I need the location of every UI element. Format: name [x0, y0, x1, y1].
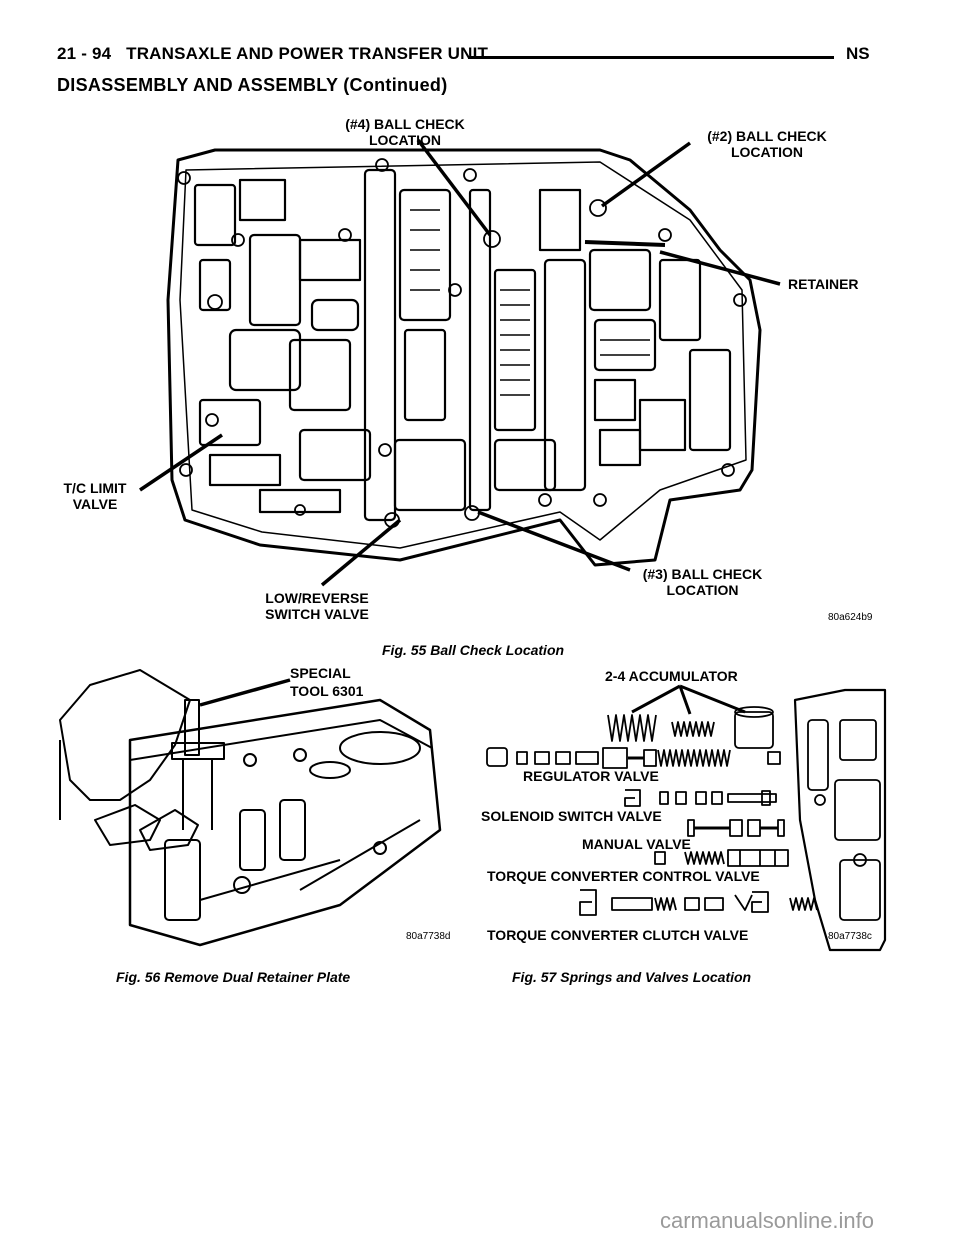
ball-check-4-line1: (#4) BALL CHECK	[345, 116, 465, 132]
watermark-text: carmanualsonline.info	[660, 1208, 875, 1233]
page-ref: 21 - 94	[57, 44, 112, 63]
fig56-caption: Fig. 56 Remove Dual Retainer Plate	[116, 969, 351, 985]
regulator-valve-label: REGULATOR VALVE	[523, 768, 659, 784]
fig56-code: 80a7738d	[406, 931, 451, 942]
fig57-code: 80a7738c	[828, 931, 872, 942]
tc-limit-valve-label: T/C LIMIT VALVE	[55, 480, 135, 512]
fig55-code: 80a624b9	[828, 612, 873, 623]
ball-check-3-line2: LOCATION	[666, 582, 739, 598]
chapter-title: TRANSAXLE AND POWER TRANSFER UNIT	[126, 44, 489, 63]
tc-clutch-valve-label: TORQUE CONVERTER CLUTCH VALVE	[487, 927, 749, 943]
page-header-title: 21 - 94 TRANSAXLE AND POWER TRANSFER UNI…	[57, 44, 488, 64]
ball-check-2-label: (#2) BALL CHECK LOCATION	[692, 128, 842, 160]
fig55-caption: Fig. 55 Ball Check Location	[382, 642, 565, 658]
special-tool-line2: TOOL 6301	[290, 683, 364, 699]
special-tool-line1: SPECIAL	[290, 665, 351, 681]
tc-limit-line1: T/C LIMIT	[63, 480, 127, 496]
solenoid-switch-valve-label: SOLENOID SWITCH VALVE	[481, 808, 662, 824]
header-rule	[468, 56, 834, 59]
fig57-caption: Fig. 57 Springs and Valves Location	[512, 969, 752, 985]
model-code: NS	[846, 44, 870, 63]
accumulator-label: 2-4 ACCUMULATOR	[605, 668, 738, 684]
ball-check-2-line1: (#2) BALL CHECK	[707, 128, 827, 144]
section-title: DISASSEMBLY AND ASSEMBLY (Continued)	[57, 75, 448, 95]
retainer-label: RETAINER	[788, 276, 859, 292]
ball-check-3-line1: (#3) BALL CHECK	[642, 566, 763, 582]
lowrev-line1: LOW/REVERSE	[265, 590, 369, 606]
manual-valve-label: MANUAL VALVE	[582, 836, 691, 852]
ball-check-3-label: (#3) BALL CHECK LOCATION	[630, 566, 775, 598]
lowrev-line2: SWITCH VALVE	[265, 606, 369, 622]
special-tool-label: SPECIAL TOOL 6301	[290, 664, 363, 700]
ball-check-4-line2: LOCATION	[368, 132, 442, 148]
ball-check-2-line2: LOCATION	[730, 144, 804, 160]
low-reverse-switch-valve-label: LOW/REVERSE SWITCH VALVE	[252, 590, 382, 622]
tc-control-valve-label: TORQUE CONVERTER CONTROL VALVE	[487, 868, 760, 884]
ball-check-4-label: (#4) BALL CHECK LOCATION	[330, 116, 480, 148]
tc-limit-line2: VALVE	[72, 496, 118, 512]
